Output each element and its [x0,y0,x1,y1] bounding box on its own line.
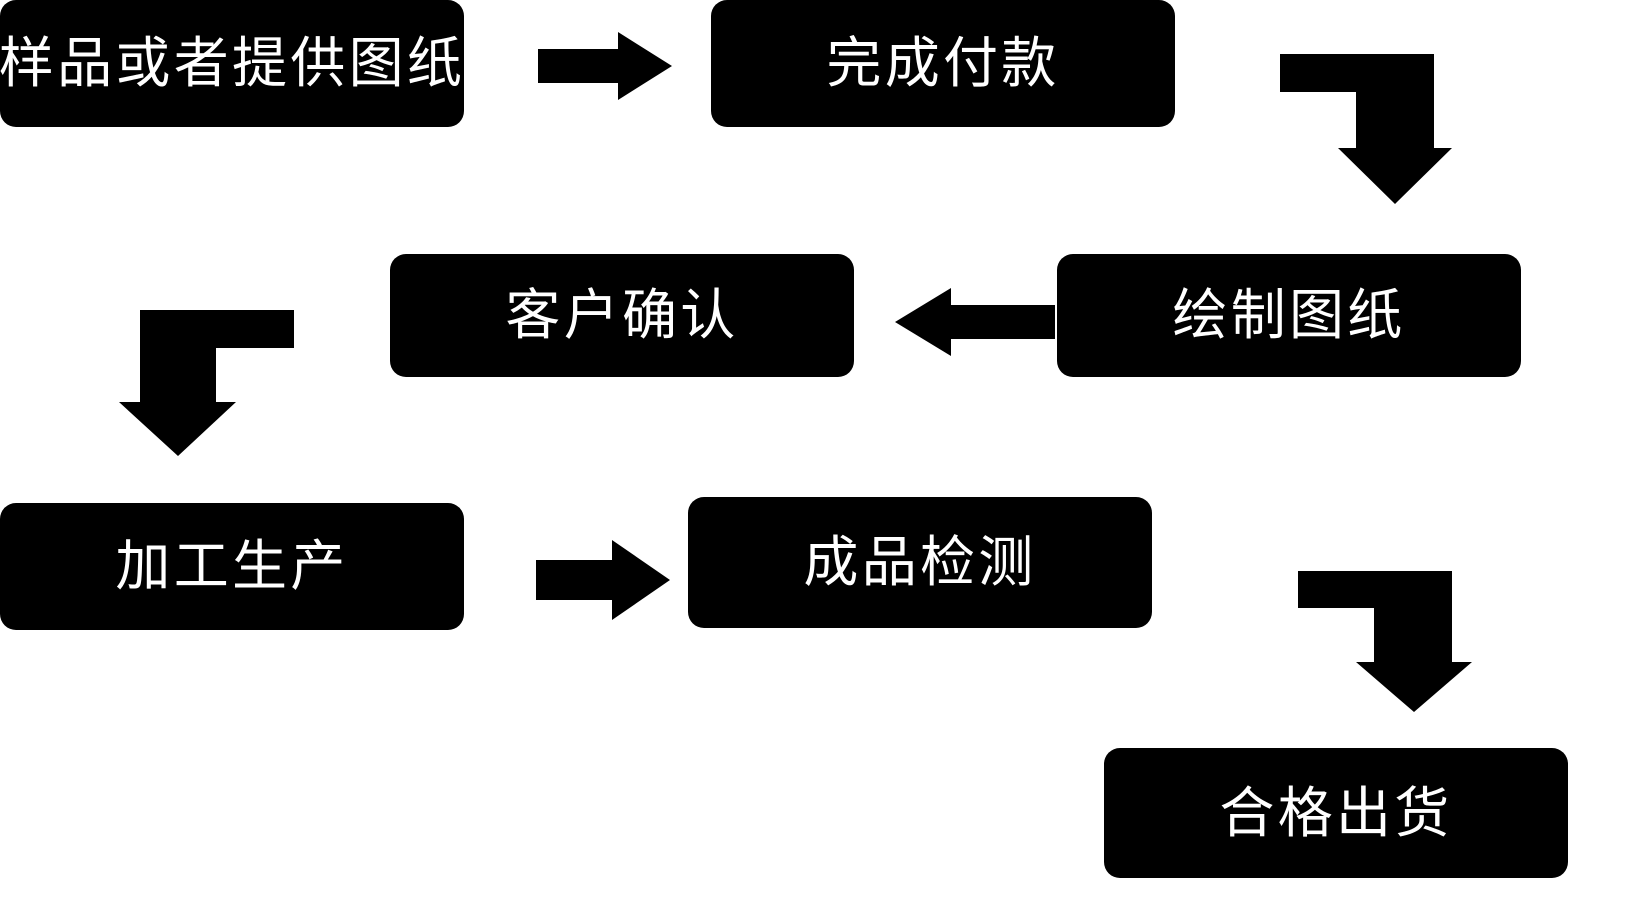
flow-node-inspect[interactable]: 成品检测 [688,497,1152,628]
arrow-right-icon [536,540,670,620]
flow-node-ship-label: 合格出货 [1219,781,1453,844]
flow-node-payment[interactable]: 完成付款 [711,0,1175,127]
flow-node-confirm[interactable]: 客户确认 [390,254,854,377]
flow-node-ship[interactable]: 合格出货 [1104,748,1568,878]
flow-node-inspect-label: 成品检测 [803,531,1037,594]
flow-node-drawing[interactable]: 绘制图纸 [1057,254,1521,377]
flow-node-drawing-label: 绘制图纸 [1172,284,1406,347]
flow-node-sample[interactable]: 样品或者提供图纸 [0,0,464,127]
arrow-elbow-down-icon [114,292,294,456]
arrow-right-icon [538,32,672,100]
flow-node-sample-label: 样品或者提供图纸 [0,32,466,95]
arrow-elbow-down-icon [1242,540,1474,712]
arrow-elbow-down-icon [1222,36,1452,204]
arrow-left-icon [895,288,1055,356]
flow-node-payment-label: 完成付款 [826,32,1060,95]
flow-node-confirm-label: 客户确认 [505,284,739,347]
flow-node-produce-label: 加工生产 [115,535,349,598]
flow-node-produce[interactable]: 加工生产 [0,503,464,630]
